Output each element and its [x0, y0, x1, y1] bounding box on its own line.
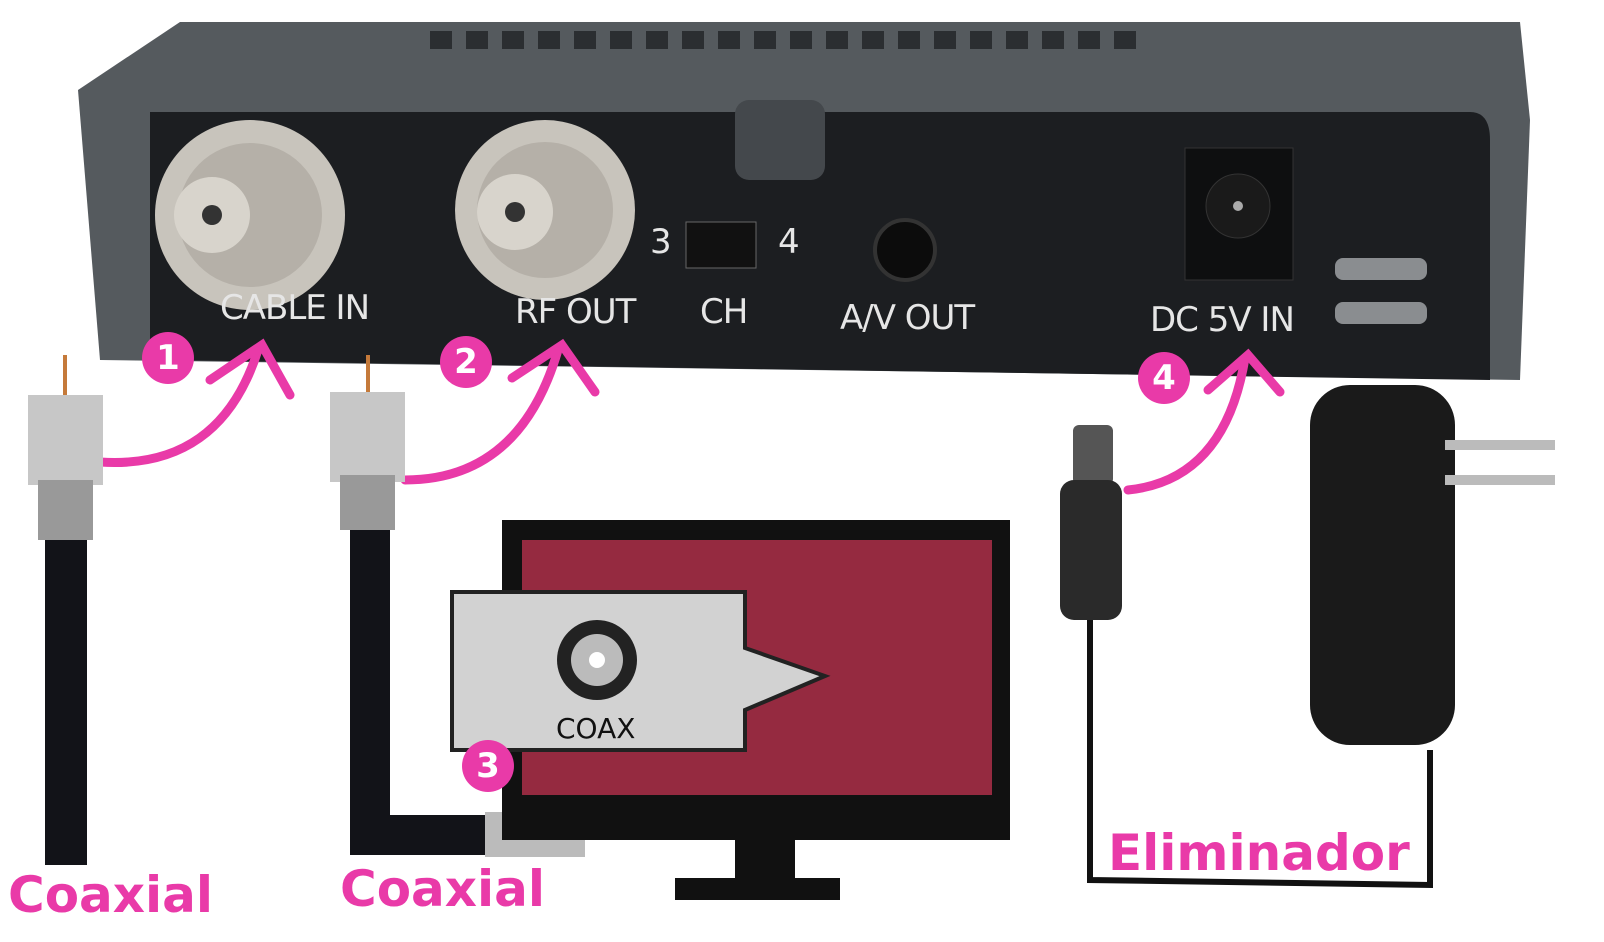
- ch-label: CH: [700, 292, 748, 332]
- step-2-badge: 2: [440, 336, 492, 388]
- cable-in-connector-icon: [155, 120, 345, 310]
- av-out-jack-icon: [873, 218, 937, 282]
- channel-3-label: 3: [650, 222, 672, 262]
- coax-callout: [450, 590, 831, 752]
- dc-in-label: DC 5V IN: [1150, 300, 1295, 340]
- device-body: [78, 22, 1530, 380]
- coaxial-cable-1-icon: [28, 355, 103, 865]
- av-out-label: A/V OUT: [840, 298, 975, 338]
- channel-4-label: 4: [778, 222, 800, 262]
- coaxial-cable-2-icon: [330, 355, 585, 857]
- rf-out-connector-icon: [455, 120, 635, 300]
- rf-out-label: RF OUT: [515, 292, 636, 332]
- adapter-caption: Eliminador: [1108, 824, 1410, 882]
- step-3-badge: 3: [462, 740, 514, 792]
- channel-switch-icon: [685, 221, 757, 269]
- coaxial-caption-1: Coaxial: [8, 866, 214, 924]
- cable-in-label: CABLE IN: [220, 288, 370, 328]
- coaxial-caption-2: Coaxial: [340, 860, 546, 918]
- step-4-badge: 4: [1138, 352, 1190, 404]
- coax-label: COAX: [556, 712, 636, 745]
- power-adapter-icon: [1060, 385, 1555, 889]
- connection-arrows: [95, 338, 1285, 495]
- step-1-badge: 1: [142, 332, 194, 384]
- dc-in-jack-icon: [1184, 147, 1294, 281]
